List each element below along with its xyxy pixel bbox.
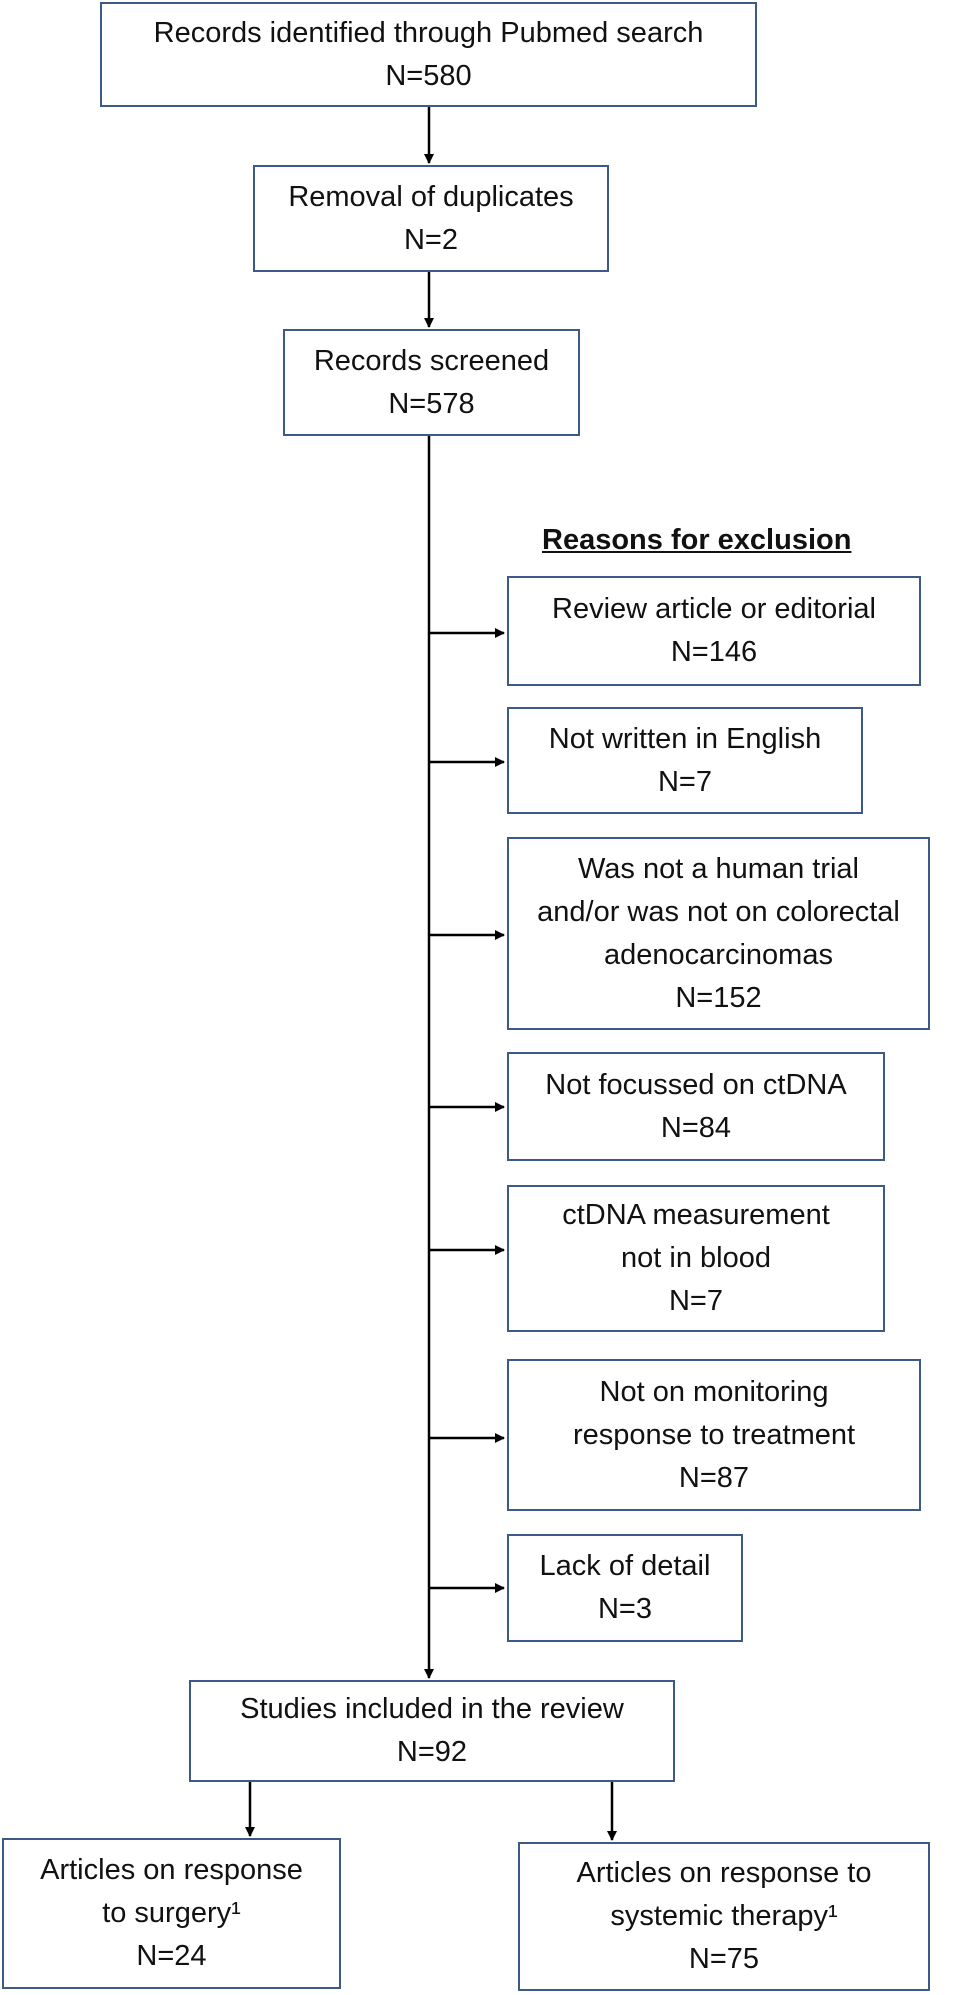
exclusion-box-2: Not written in English N=7 [507, 707, 863, 814]
included-label: Studies included in the review [240, 1693, 624, 1725]
records-identified-box: Records identified through Pubmed search… [100, 2, 757, 107]
exclusion-7-count: N=3 [597, 1593, 652, 1625]
exclusion-4-count: N=84 [660, 1111, 732, 1144]
surgery-count: N=24 [136, 1940, 207, 1972]
exclusion-4-line-1: Not focussed on ctDNA [545, 1068, 847, 1101]
exclusion-6-line-1: Not on monitoring [599, 1375, 829, 1408]
exclusion-2-line-1: Not written in English [548, 722, 822, 755]
exclusion-3-count: N=152 [675, 981, 762, 1014]
exclusion-box-1: Review article or editorial N=146 [507, 576, 921, 686]
records-screened-box: Records screened N=578 [283, 329, 580, 436]
exclusion-box-3: Was not a human trial and/or was not on … [507, 837, 930, 1030]
systemic-articles-box: Articles on response to systemic therapy… [518, 1842, 930, 1991]
records-identified-count: N=580 [385, 59, 472, 92]
exclusion-box-5: ctDNA measurement not in blood N=7 [507, 1185, 885, 1332]
exclusion-7-line-1: Lack of detail [539, 1550, 711, 1582]
surgery-articles-box: Articles on response to surgery¹ N=24 [2, 1838, 341, 1989]
duplicates-label: Removal of duplicates [288, 180, 574, 213]
surgery-line-2: to surgery¹ [102, 1897, 241, 1929]
exclusion-box-6: Not on monitoring response to treatment … [507, 1359, 921, 1511]
exclusion-box-7: Lack of detail N=3 [507, 1534, 743, 1642]
exclusion-5-line-2: not in blood [621, 1242, 771, 1274]
exclusion-1-line-1: Review article or editorial [552, 593, 876, 625]
exclusion-5-count: N=7 [668, 1285, 723, 1317]
exclusion-3-line-2: and/or was not on colorectal [537, 895, 900, 928]
duplicates-box: Removal of duplicates N=2 [253, 165, 609, 272]
records-identified-label: Records identified through Pubmed search [153, 16, 704, 49]
exclusion-6-line-2: response to treatment [572, 1418, 856, 1451]
exclusion-6-count: N=87 [678, 1461, 750, 1494]
exclusion-3-line-1: Was not a human trial [578, 852, 859, 885]
records-screened-count: N=578 [388, 387, 475, 420]
records-screened-label: Records screened [313, 344, 550, 377]
included-box: Studies included in the review N=92 [189, 1680, 675, 1782]
exclusion-box-4: Not focussed on ctDNA N=84 [507, 1052, 885, 1161]
exclusion-5-line-1: ctDNA measurement [562, 1199, 830, 1231]
systemic-count: N=75 [688, 1943, 760, 1975]
exclusion-2-count: N=7 [657, 765, 712, 798]
exclusion-3-line-3: adenocarcinomas [604, 938, 833, 971]
systemic-line-1: Articles on response to [576, 1857, 872, 1889]
included-count: N=92 [396, 1736, 468, 1768]
duplicates-count: N=2 [403, 223, 458, 256]
exclusion-1-count: N=146 [670, 636, 758, 668]
systemic-line-2: systemic therapy¹ [610, 1900, 838, 1932]
exclusion-heading: Reasons for exclusion [542, 524, 852, 556]
surgery-line-1: Articles on response [40, 1854, 303, 1886]
